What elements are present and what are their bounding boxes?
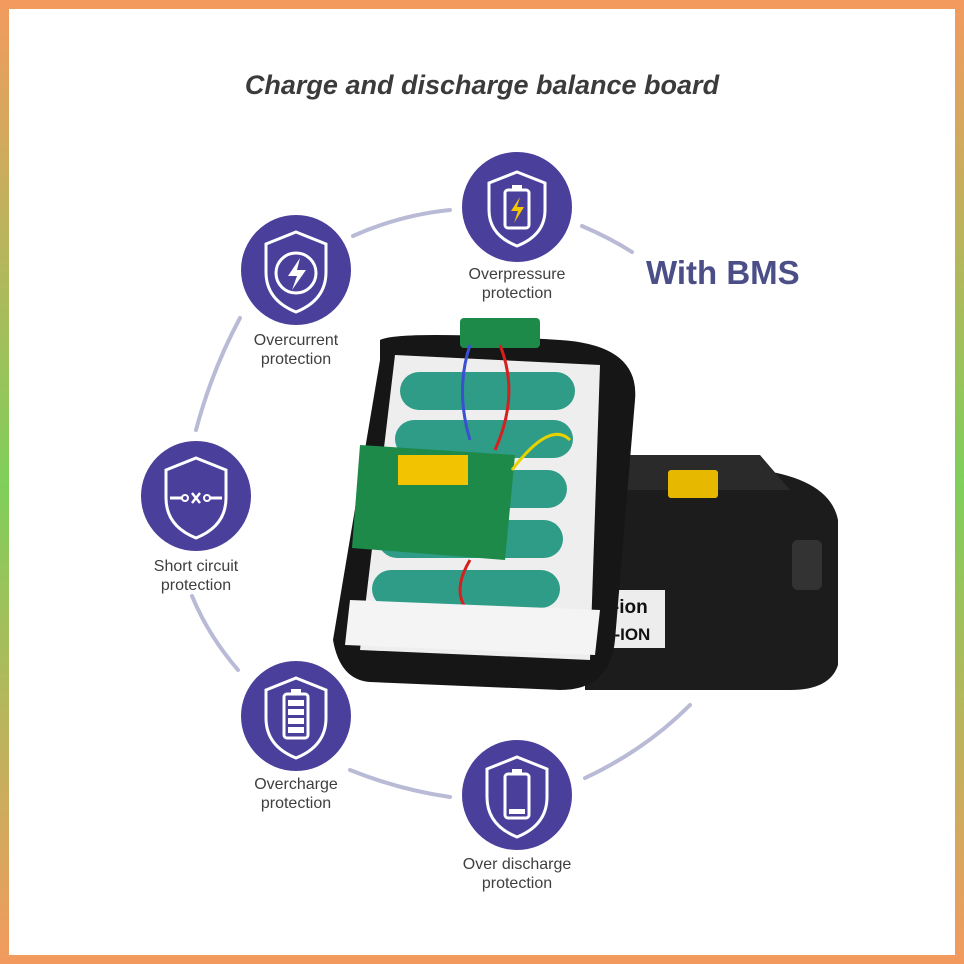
feature-icon-overcharge: [241, 661, 351, 771]
feature-icon-overcurrent: [241, 215, 351, 325]
feature-icon-over-discharge: [462, 740, 572, 850]
page-title: Charge and discharge balance board: [244, 70, 720, 100]
feature-label-over-discharge: Over discharge protection: [462, 856, 572, 892]
feature-label-overpressure: Overpressure protection: [468, 266, 566, 302]
bms-badge: With BMS: [646, 254, 800, 291]
feature-label-short-circuit: Short circuit protection: [153, 558, 239, 594]
feature-icon-overpressure: [462, 152, 572, 262]
battery-pack-open: [333, 318, 636, 690]
feature-icon-short-circuit: [141, 441, 251, 551]
feature-label-overcharge: Overcharge protection: [254, 776, 338, 812]
feature-label-overcurrent: Overcurrent protection: [253, 332, 339, 368]
connector-arcs: [190, 208, 692, 799]
